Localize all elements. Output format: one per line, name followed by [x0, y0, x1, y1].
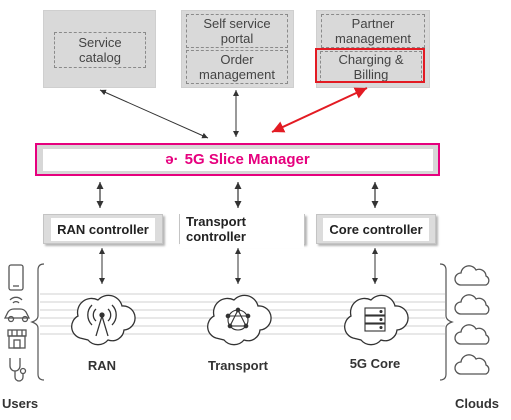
cloud-icon [454, 265, 490, 286]
charging-billing-box[interactable]: Charging & Billing [320, 51, 422, 83]
slice-manager-title: 5G Slice Manager [184, 151, 310, 168]
phone-icon [8, 264, 24, 291]
antenna-icon [87, 304, 117, 337]
stethoscope-icon [9, 358, 27, 382]
ran-label: RAN [87, 358, 117, 373]
shop-icon [7, 329, 27, 349]
catalog-arrow [99, 89, 209, 139]
transport-controller[interactable]: Transport controller [179, 210, 305, 248]
service-catalog-panel [43, 10, 156, 88]
charging-billing-highlight [315, 48, 425, 83]
core-controller-label: Core controller [323, 217, 429, 241]
ran-controller[interactable]: RAN controller [43, 214, 163, 244]
users-label: Users [2, 396, 39, 411]
order-management-box[interactable]: Order management [186, 50, 288, 84]
slice-manager-bar[interactable]: ə· 5G Slice Manager [35, 143, 440, 176]
transport-cloud [207, 294, 272, 346]
slice-manager-inner: ə· 5G Slice Manager [42, 148, 433, 171]
clouds-label: Clouds [454, 396, 500, 411]
core-controller[interactable]: Core controller [316, 214, 436, 244]
service-catalog-box[interactable]: Service catalog [54, 32, 146, 68]
users-brace [30, 263, 45, 381]
ran-controller-label: RAN controller [51, 217, 155, 241]
portal-panel [181, 10, 294, 88]
cloud-icon [454, 294, 490, 315]
transport-controller-label: Transport controller [180, 210, 304, 248]
partner-management-box[interactable]: Partner management [321, 14, 425, 48]
server-icon [364, 307, 386, 332]
cloud-icon [454, 324, 490, 345]
mesh-network-icon [225, 307, 251, 331]
amdocs-logo-icon: ə· [165, 151, 179, 168]
transport-label: Transport [208, 358, 268, 373]
cloud-icon [454, 354, 490, 375]
wifi-car-icon [3, 296, 31, 323]
self-service-portal-box[interactable]: Self service portal [186, 14, 288, 48]
core-label: 5G Core [349, 356, 401, 371]
billing-arrow [271, 87, 368, 133]
clouds-brace [439, 263, 454, 381]
